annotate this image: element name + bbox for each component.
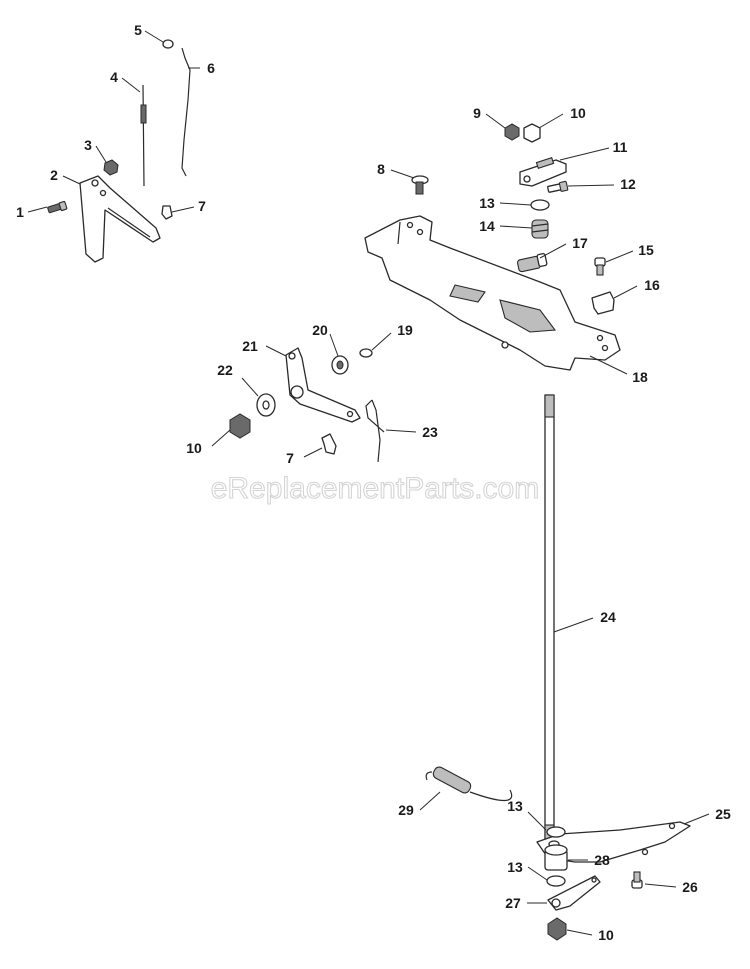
callout-13-c: 13 <box>507 859 523 875</box>
callout-28: 28 <box>594 852 610 868</box>
part-15-screw <box>594 257 606 276</box>
part-7-clip-a <box>161 205 173 220</box>
callout-13-b: 13 <box>507 798 523 814</box>
callout-17: 17 <box>572 235 588 251</box>
part-4-rod <box>140 84 147 187</box>
callout-3: 3 <box>84 137 92 153</box>
callout-10-b: 10 <box>186 440 202 456</box>
part-10-nut-c <box>547 917 567 941</box>
callout-7-a: 7 <box>198 198 206 214</box>
part-21-lever <box>285 347 361 423</box>
callout-1: 1 <box>16 204 24 220</box>
part-27-lever <box>547 875 601 911</box>
part-19-washer <box>359 348 373 358</box>
callout-15: 15 <box>638 242 654 258</box>
part-28-spacer <box>544 844 568 871</box>
callout-21: 21 <box>242 338 258 354</box>
callout-13-a: 13 <box>479 195 495 211</box>
callout-labels: 1 2 3 4 5 6 7 8 9 10 11 12 13 14 17 15 1… <box>16 22 731 943</box>
part-20-nut <box>331 355 349 375</box>
callout-10-a: 10 <box>570 105 586 121</box>
watermark-text: eReplacementParts.com <box>211 472 539 505</box>
callout-18: 18 <box>632 369 648 385</box>
part-9-nut <box>504 123 520 141</box>
part-22-washer <box>256 393 276 417</box>
callout-27: 27 <box>505 895 521 911</box>
part-13-washer-c <box>546 875 566 887</box>
callout-25: 25 <box>715 806 731 822</box>
callout-14: 14 <box>479 218 495 234</box>
callout-23: 23 <box>422 424 438 440</box>
part-10-nut-b <box>229 413 251 439</box>
part-14-spring <box>531 219 549 239</box>
callout-24: 24 <box>600 609 616 625</box>
callout-16: 16 <box>644 277 660 293</box>
callout-22: 22 <box>217 362 233 378</box>
callout-5: 5 <box>134 22 142 38</box>
part-8-screw <box>411 175 429 195</box>
callout-26: 26 <box>682 879 698 895</box>
part-12-screw <box>547 180 569 193</box>
callout-4: 4 <box>110 69 118 85</box>
callout-7-b: 7 <box>286 450 294 466</box>
part-13-washer-a <box>530 199 550 211</box>
callout-6: 6 <box>207 60 215 76</box>
part-26-screw <box>631 871 643 889</box>
part-10-nut-a <box>523 123 541 143</box>
leader-lines <box>27 30 710 936</box>
part-23-clip <box>365 399 385 463</box>
part-29-spring <box>425 766 513 802</box>
part-6-link <box>181 47 191 177</box>
part-24-rod <box>544 394 555 844</box>
part-5-cap <box>162 39 174 49</box>
callout-19: 19 <box>397 322 413 338</box>
callout-10-c: 10 <box>598 927 614 943</box>
callout-2: 2 <box>50 167 58 183</box>
part-11-bracket <box>519 156 567 187</box>
part-17-bolt <box>517 253 548 273</box>
part-2-lever <box>79 175 161 263</box>
callout-8: 8 <box>377 161 385 177</box>
callout-11: 11 <box>613 139 628 155</box>
part-13-washer-b <box>546 826 566 838</box>
callout-20: 20 <box>312 322 328 338</box>
callout-9: 9 <box>473 105 481 121</box>
part-16-clip <box>591 291 615 315</box>
part-3-nut <box>103 159 119 176</box>
part-18-plate <box>364 215 621 371</box>
part-1-screw <box>47 200 68 214</box>
callout-29: 29 <box>398 802 414 818</box>
callout-12: 12 <box>620 176 636 192</box>
part-7-clip-b <box>321 433 337 455</box>
